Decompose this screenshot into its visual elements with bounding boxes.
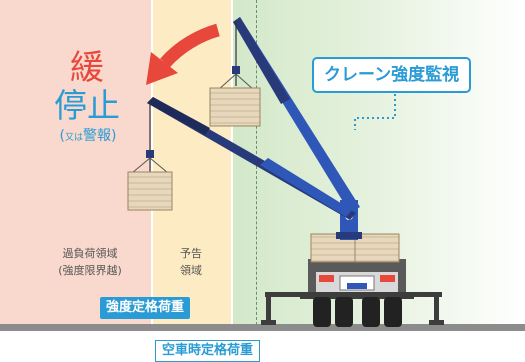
suspended-load-upper (209, 87, 261, 127)
upper-boom (232, 17, 360, 213)
truck-wheels (313, 297, 402, 327)
overload-zone (0, 0, 151, 328)
stop-label: 停止 (54, 86, 120, 125)
warning-zone-title-2: 領域 (180, 264, 202, 277)
alarm-note: (又は警報) (45, 125, 131, 145)
crane-strength-monitor-label: クレーン強度監視 (312, 57, 472, 93)
hook-slings (131, 73, 255, 174)
lower-boom (146, 97, 356, 220)
empty-vehicle-rated-load-badge: 空車時定格荷重 (155, 340, 261, 362)
overload-zone-subtitle: (強度限界越) (58, 264, 122, 277)
suspended-load-lower (127, 171, 173, 211)
alarm-note-open: ( (59, 128, 65, 144)
overload-zone-label: 過負荷領域 (強度限界越) (30, 245, 150, 279)
alarm-note-main: 警報 (83, 128, 111, 144)
strength-limit-line (151, 0, 153, 330)
alarm-note-or: 又は (64, 133, 83, 143)
empty-vehicle-limit-line (231, 0, 233, 330)
outriggers (261, 292, 444, 325)
alarm-note-close: ) (111, 128, 117, 144)
monitor-connector (354, 89, 396, 130)
ground (0, 324, 525, 331)
truck-body (300, 259, 414, 299)
slow-down-label: 緩 (70, 48, 104, 88)
movement-arrow-icon (146, 23, 220, 85)
overload-zone-title: 過負荷領域 (62, 247, 118, 260)
strength-rated-load-badge: 強度定格荷重 (100, 297, 191, 319)
warning-zone-title-1: 予告 (180, 247, 202, 260)
warning-zone-label: 予告 領域 (161, 245, 221, 279)
